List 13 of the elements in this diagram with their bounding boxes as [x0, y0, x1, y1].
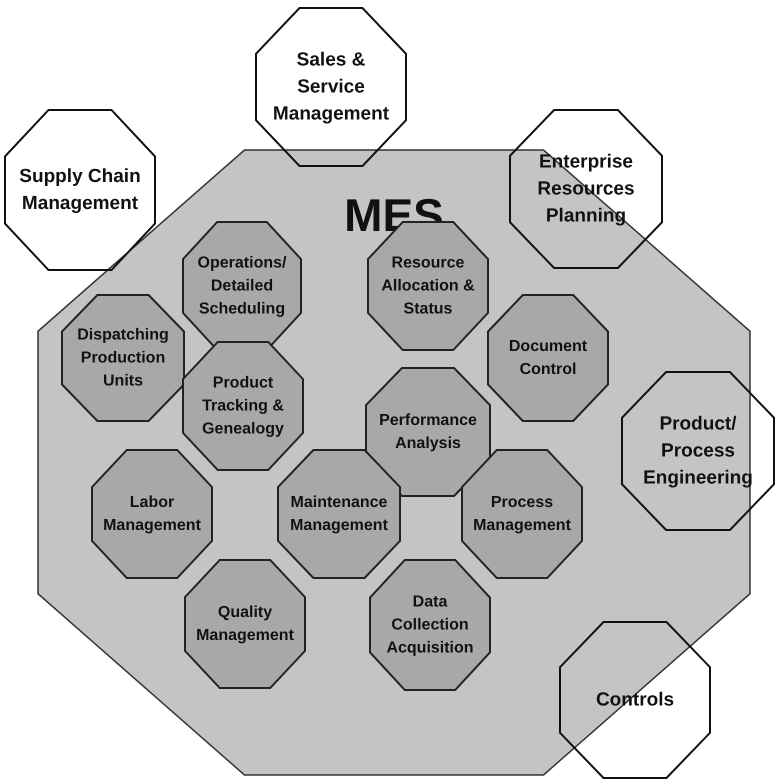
module-label: Dispatching Production Units [76, 326, 170, 392]
module-label: Operations/ Detailed Scheduling [196, 254, 288, 320]
module-label: Quality Management [195, 603, 295, 646]
module-label: Labor Management [102, 493, 202, 536]
module-label: Performance Analysis [378, 411, 478, 454]
module-label: Maintenance Management [289, 493, 389, 536]
module-label: Product Tracking & Genealogy [201, 374, 285, 440]
module-label: Document Control [508, 337, 588, 380]
module-label: Resource Allocation & Status [380, 254, 476, 320]
system-label: Supply Chain Management [18, 165, 142, 216]
module-label: Data Collection Acquisition [385, 592, 475, 658]
system-label: Sales & Service Management [272, 48, 390, 126]
module-label: Process Management [472, 493, 572, 536]
